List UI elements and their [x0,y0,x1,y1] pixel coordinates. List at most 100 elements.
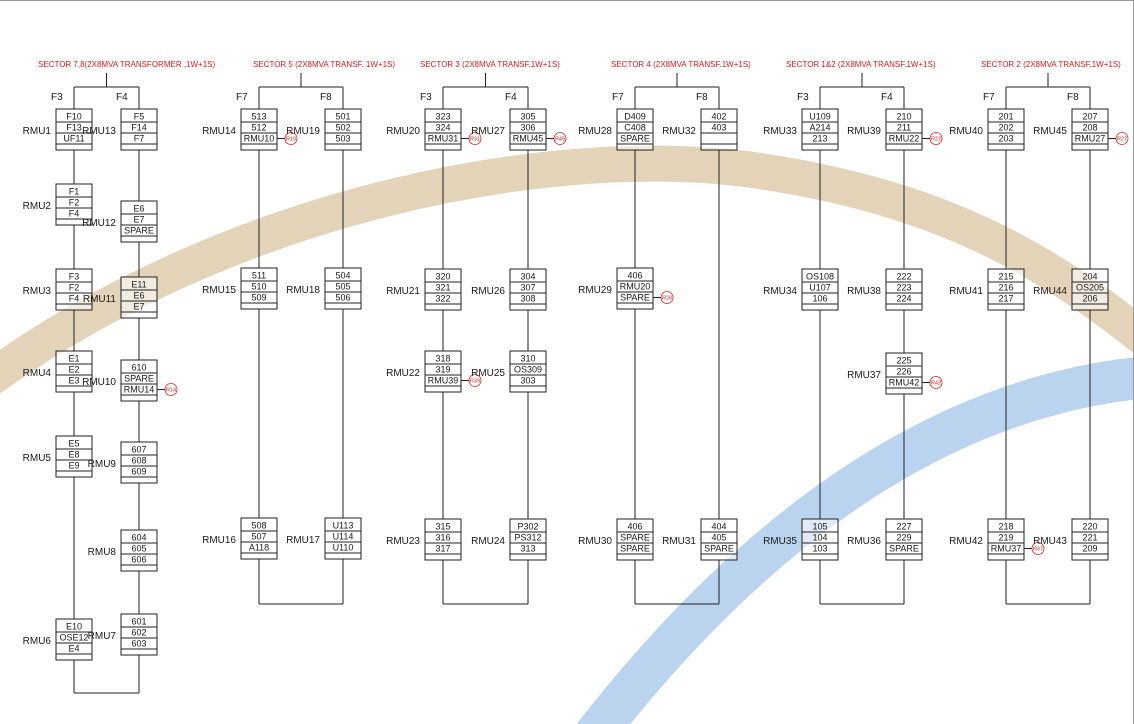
rmu-box [120,108,158,151]
rmu-cell: 218 [998,522,1013,532]
tan-arc-band [0,145,1133,394]
rmu-label: RMU31 [662,536,696,547]
rmu-cell: RMU27 [1075,134,1106,144]
rmu-cell: 106 [812,294,827,304]
rmu-cell: F10 [66,112,82,122]
rmu-box [324,108,362,151]
rmu-cell: 317 [435,544,450,554]
rmu-cell: 226 [896,367,911,377]
rmu-cell: F3 [69,272,80,282]
rmu-cell: 323 [435,112,450,122]
feeder-label: F8 [320,92,332,103]
rmu-label: RMU30 [578,536,612,547]
rmu-cell: 220 [1082,522,1097,532]
rmu-cell: 227 [896,522,911,532]
rmu-cell: P302 [517,522,538,532]
rmu-cell: SPARE [620,544,650,554]
rmu-cell: RMU37 [991,544,1022,554]
rmu-box [55,268,93,311]
rmu-label: RMU35 [763,536,797,547]
ring-marker [660,291,674,304]
rmu-label: RMU41 [949,286,983,297]
rmu-cell: 306 [520,123,535,133]
rmu-cell: SPARE [620,293,650,303]
rmu-label: RMU23 [386,536,420,547]
rmu-cell: 503 [335,134,350,144]
rmu-label: RMU2 [23,201,52,212]
rmu-box [324,517,362,560]
ring-marker [468,132,482,145]
rmu-cell: 609 [131,467,146,477]
rmu-cell: SPARE [620,533,650,543]
rmu-label: RMU3 [23,286,52,297]
rmu-cell: U107 [809,283,831,293]
rmu-cell: 606 [131,555,146,565]
rmu-label: RMU39 [847,126,881,137]
rmu-cell: SPARE [124,226,154,236]
rmu-cell: 224 [896,294,911,304]
rmu-cell: 208 [1082,123,1097,133]
rmu-box [801,268,839,311]
rmu-cell: E10 [66,622,82,632]
rmu-cell: 506 [335,293,350,303]
feeder-label: F4 [881,92,893,103]
ring-marker-label: R20 [662,296,672,302]
rmu-label: RMU12 [82,218,116,229]
rmu-cell: 204 [1082,272,1097,282]
rmu-cell: 225 [896,356,911,366]
rmu-label: RMU5 [23,453,52,464]
rmu-box [424,518,462,561]
rmu-cell: 510 [251,282,266,292]
rmu-box [1071,268,1109,311]
rmu-label: RMU7 [88,631,117,642]
rmu-box [616,267,654,310]
rmu-label: RMU15 [202,285,236,296]
rmu-cell: A118 [249,543,269,553]
rmu-cell: 307 [520,283,535,293]
rmu-cell: 406 [627,271,642,281]
rmu-cell: OSE12 [59,633,88,643]
rmu-box [801,518,839,561]
rmu-cell: E6 [133,291,144,301]
rmu-cell: 303 [520,376,535,386]
rmu-cell: 104 [812,533,827,543]
rmu-cell: RMU31 [428,134,459,144]
rmu-box [120,276,158,319]
rmu-cell: 509 [251,293,266,303]
rmu-label: RMU19 [286,126,320,137]
ring-marker-label: R22 [931,137,941,143]
rmu-cell: F4 [69,209,80,219]
rmu-cell: 103 [812,544,827,554]
rmu-cell: SPARE [620,134,650,144]
rmu-cell: 305 [520,112,535,122]
rmu-cell: RMU14 [124,385,155,395]
rmu-cell: 319 [435,365,450,375]
ring-marker [468,374,482,387]
rmu-cell: 215 [998,272,1013,282]
rmu-cell: E8 [68,450,79,460]
rmu-cell: 602 [131,628,146,638]
ring-marker-label: R27 [1117,137,1127,143]
rmu-cell: 405 [711,533,726,543]
rmu-cell: 219 [998,533,1013,543]
rmu-label: RMU6 [23,636,52,647]
rmu-box [1071,518,1109,561]
sector-title: SECTOR 3 (2X8MVA TRANSF.1W+1S) [420,60,560,69]
rmu-label: RMU8 [88,547,117,558]
rmu-box [509,350,547,393]
rmu-label: RMU42 [949,536,983,547]
rmu-cell: 502 [335,123,350,133]
rmu-cell: 511 [252,271,266,281]
rmu-box [987,108,1025,151]
rmu-label: RMU18 [286,285,320,296]
rmu-cell: 318 [435,354,450,364]
rmu-cell: 507 [251,532,266,542]
rmu-cell: E3 [68,376,79,386]
rmu-cell: 310 [520,354,535,364]
ring-marker [929,376,943,389]
rmu-cell: U110 [333,543,354,553]
rmu-label: RMU25 [471,368,505,379]
rmu-cell: 512 [251,123,266,133]
rmu-cell: UF11 [63,134,84,144]
rmu-cell: 610 [131,363,146,373]
